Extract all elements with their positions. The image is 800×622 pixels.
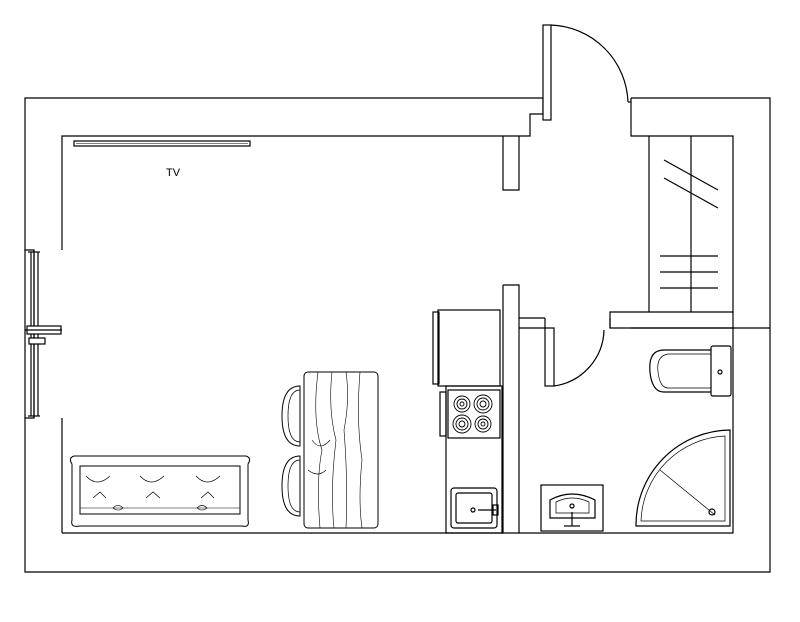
bathroom-door xyxy=(544,327,605,387)
bathroom-inner-wall xyxy=(519,327,734,534)
chair-bottom xyxy=(281,455,301,517)
kitchen-counter xyxy=(445,385,503,534)
chair-top xyxy=(281,385,301,447)
walls xyxy=(24,97,771,573)
outer-wall-main xyxy=(24,97,771,573)
living-room-inner-wall xyxy=(61,135,500,250)
entry-door xyxy=(542,24,631,121)
window xyxy=(24,250,62,418)
stove-burners xyxy=(452,394,493,434)
tv: TV xyxy=(73,140,251,179)
kitchen xyxy=(432,309,503,534)
entry-wall-stub-upper xyxy=(500,113,543,137)
corridor-right-wall xyxy=(609,114,770,329)
fridge xyxy=(437,309,501,387)
entry-wall-stub-upper-inner xyxy=(502,136,520,191)
dining-table xyxy=(281,371,379,529)
stove xyxy=(447,389,501,439)
wardrobe xyxy=(660,136,719,312)
shower xyxy=(635,429,731,527)
bathroom-sink xyxy=(540,484,604,532)
tv-label: TV xyxy=(166,167,181,179)
kitchen-sink xyxy=(450,487,498,529)
partition-wall xyxy=(502,284,520,534)
toilet xyxy=(649,345,732,397)
sofa xyxy=(69,455,251,527)
